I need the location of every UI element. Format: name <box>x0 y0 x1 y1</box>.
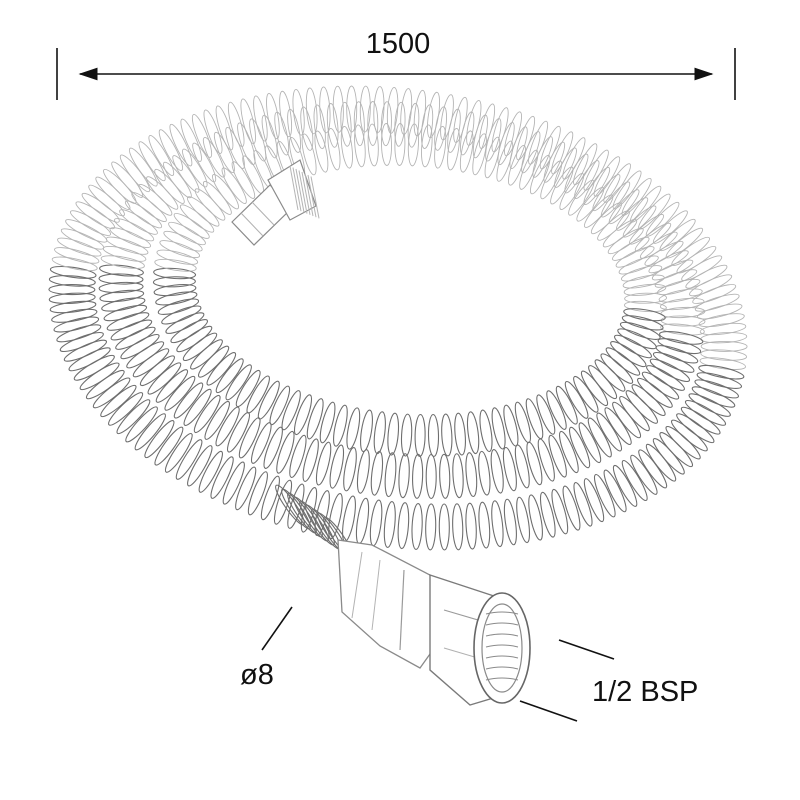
inner-end-fitting <box>231 159 320 246</box>
length-dimension <box>56 48 736 100</box>
hose-end-fitting <box>337 539 531 706</box>
diameter-label: ø8 <box>240 659 274 691</box>
fitting-mouth <box>473 592 531 704</box>
thread-leader-upper <box>558 639 615 660</box>
length-label: 1500 <box>365 28 431 60</box>
thread-leader-lower <box>519 700 578 722</box>
thread-size-label: 1/2 BSP <box>592 676 699 708</box>
diameter-leader-line <box>261 606 293 651</box>
hose-coils <box>48 85 748 558</box>
